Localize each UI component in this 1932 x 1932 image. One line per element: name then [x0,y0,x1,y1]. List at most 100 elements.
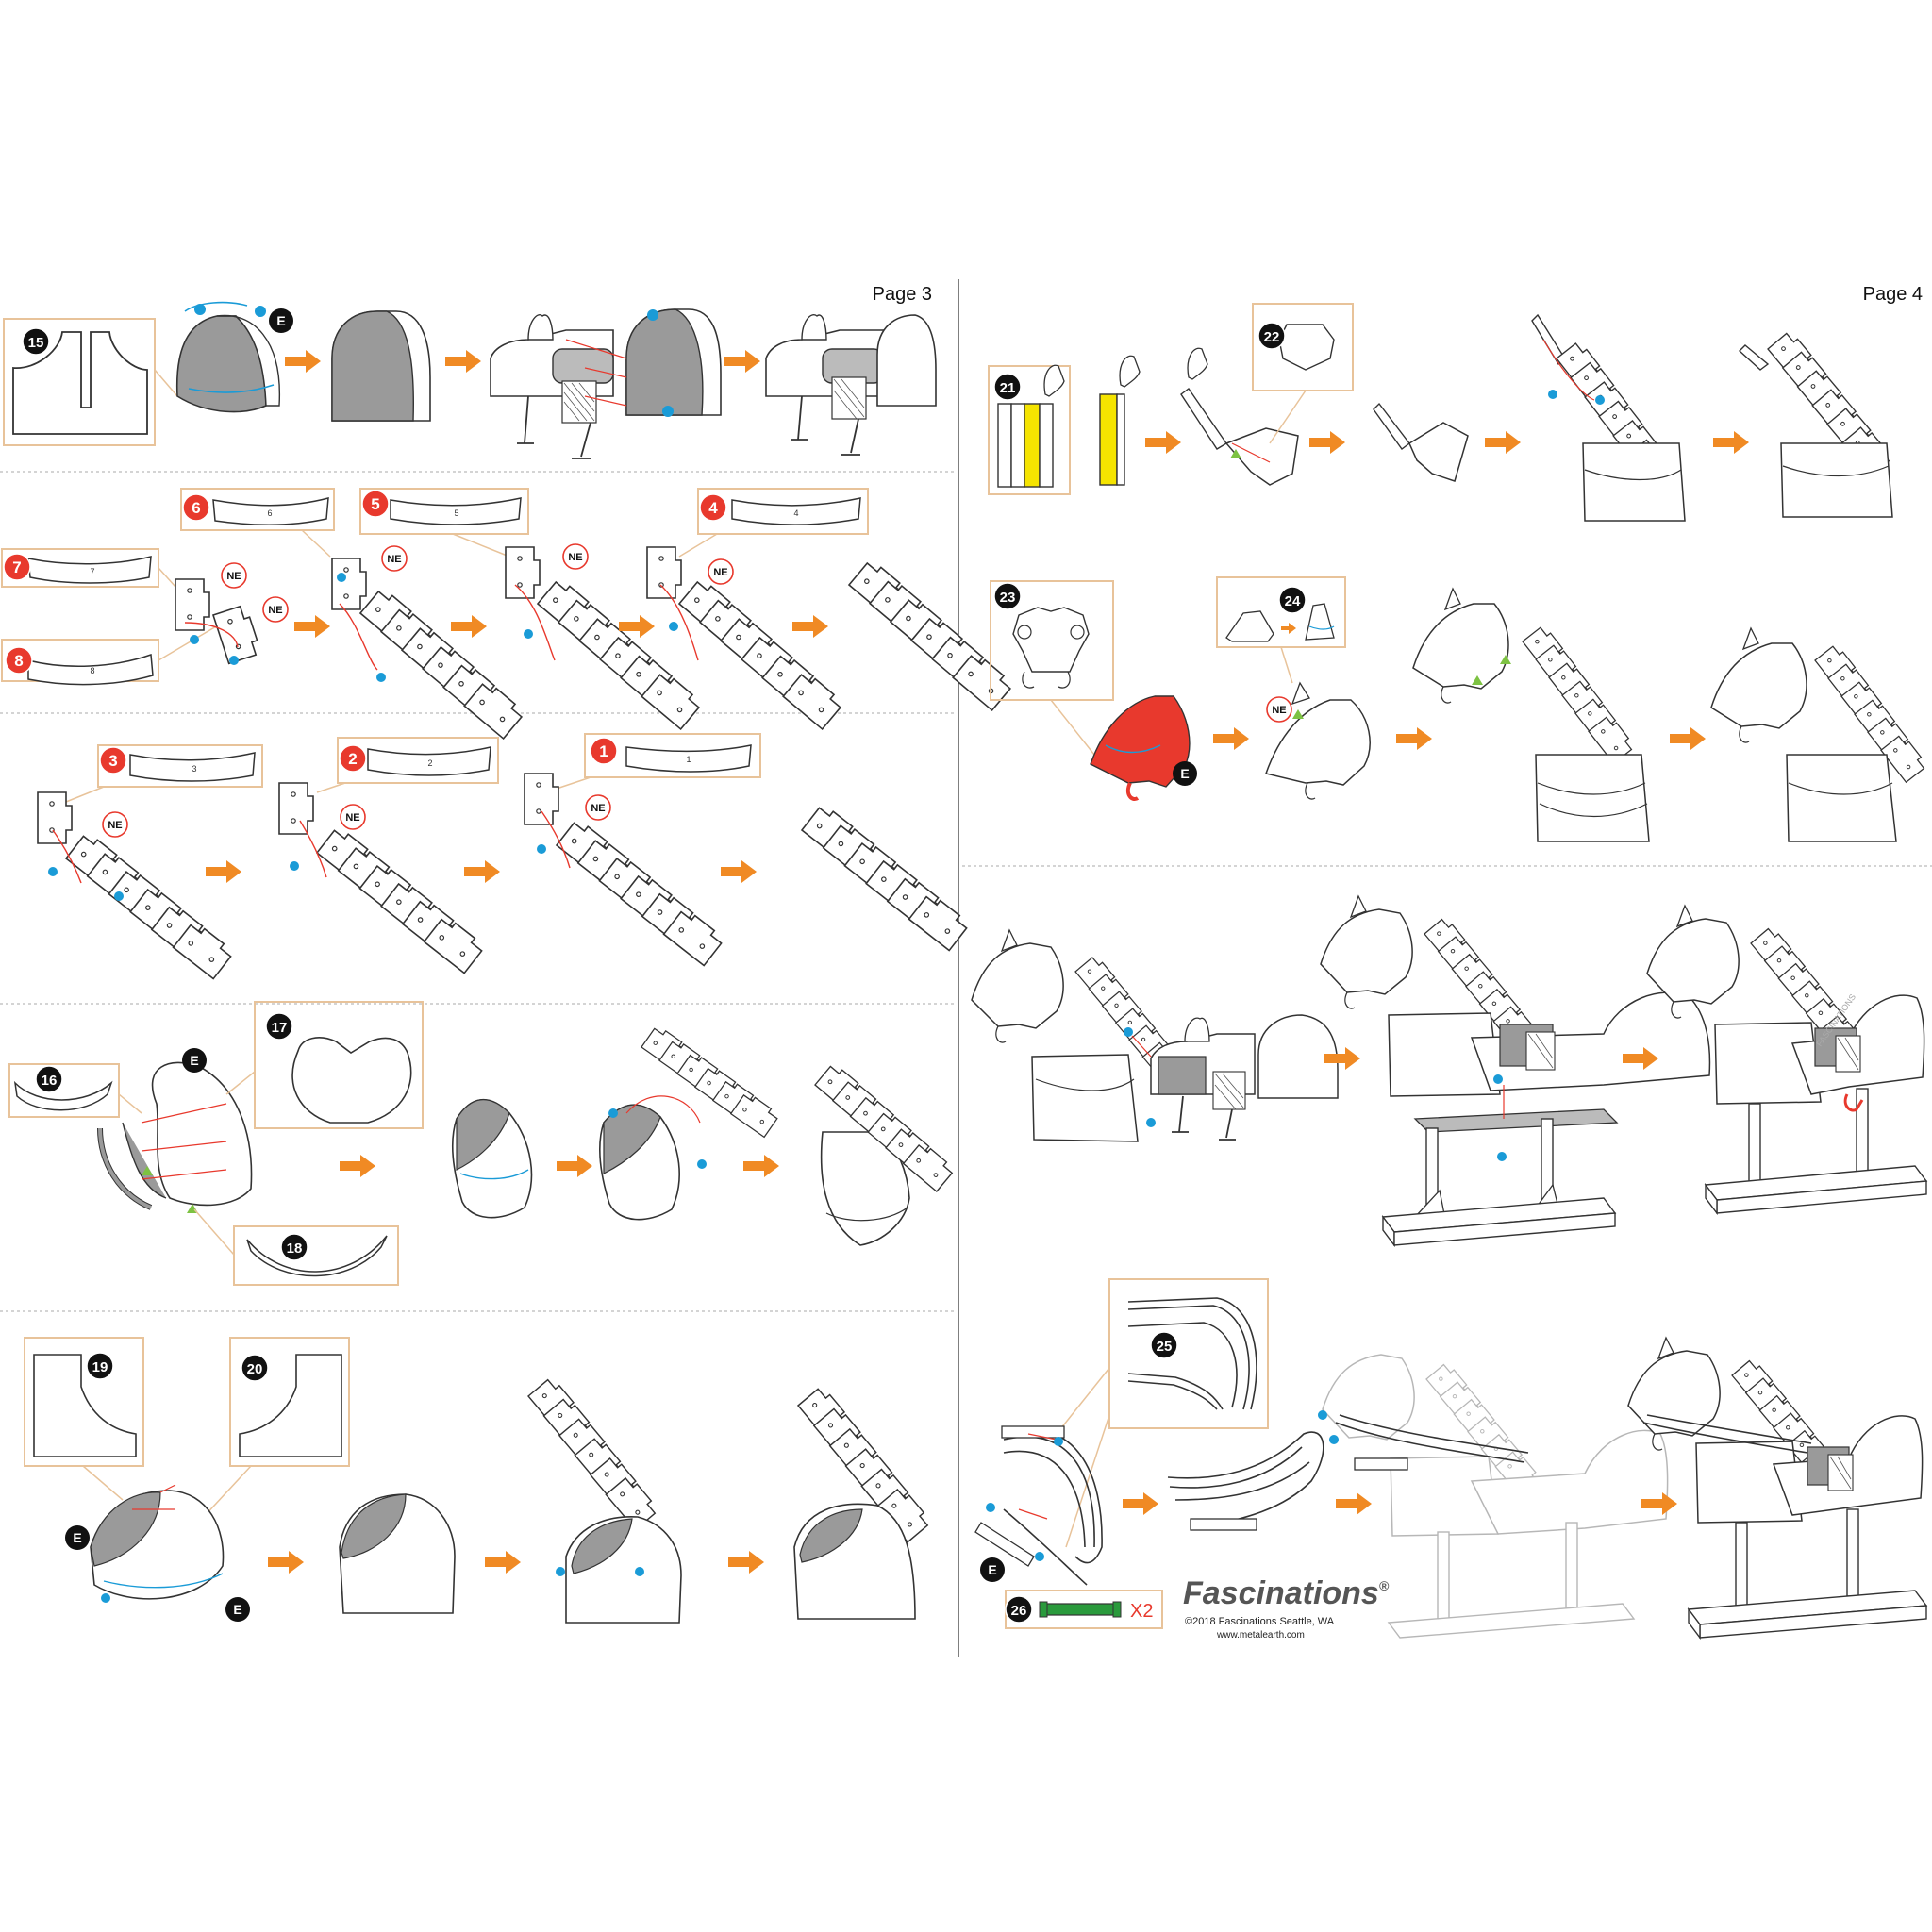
svg-text:E: E [190,1053,198,1068]
marker-e: E [1173,761,1197,786]
marker-ne: NE [262,596,289,623]
svg-text:E: E [233,1602,242,1617]
step-number: 3 [108,752,117,770]
part-25-strap [1127,1297,1257,1410]
step-number: 20 [247,1361,263,1377]
step-badge-circle [5,646,33,675]
part-label-1: 1 [686,755,691,764]
step-badge-16: 16 [35,1065,63,1093]
part-15-flat [12,331,148,435]
part-label-7: 7 [90,567,94,576]
arrow-23 [1670,727,1706,750]
step-badge-circle [241,1354,269,1382]
step-badge-circle [590,737,618,765]
part-frame-23 [990,580,1114,701]
step-badge-22: 22 [1257,322,1286,350]
arrow-15 [485,1551,521,1574]
step-number: 4 [708,499,718,517]
step-badge-24: 24 [1278,586,1307,614]
part-frame-1 [584,733,761,778]
arrow-5 [451,615,487,638]
row-p4-2-head: E NE [990,576,1929,842]
step-badge-circle [86,1352,114,1380]
marker-ne: NE [1266,696,1292,723]
svg-text:E: E [988,1562,996,1577]
marker-ne: NE [340,804,366,830]
part-2-flat [367,746,491,776]
page-3-label: Page 3 [873,284,932,305]
part-frame-16 [8,1063,120,1118]
part-23-flat [1012,607,1090,673]
head-attaching [1412,603,1509,690]
part-frame-2 [337,737,499,784]
step-badge-2: 2 [339,744,367,773]
neck-on-shoulder [525,1362,661,1544]
hand-icon [1119,355,1141,388]
part-frame-17 [254,1001,424,1129]
part-label-4: 4 [793,508,798,518]
part-label-8: 8 [90,666,94,675]
step-badge-circle [265,1012,293,1041]
part-3-flat [129,752,256,782]
step-number: 18 [287,1241,303,1257]
step-badge-circle [1278,586,1307,614]
marker-ne: NE [708,558,734,585]
arrow-1 [285,350,321,373]
part-frame-25 [1108,1278,1269,1429]
arrow-26 [1123,1492,1158,1515]
arrow-7 [792,615,828,638]
horse-on-stand-complete: FASCINATIONS [1646,904,1928,1216]
svg-text:NE: NE [591,803,605,814]
brand-logo: Fascinations® [1183,1575,1390,1611]
hand-icon [1187,347,1208,380]
part-frame-6 [180,488,335,531]
part-6-flat [212,497,329,526]
step-badge-3: 3 [99,746,127,774]
saddle-assembly-2 [765,314,937,456]
part-22-flat [1278,324,1335,371]
svg-text:NE: NE [226,571,241,582]
arrow-18 [1309,431,1345,454]
part-4-flat [731,497,861,525]
arrow-11 [340,1155,375,1177]
svg-text:E: E [276,313,285,328]
step-badge-25: 25 [1150,1331,1178,1359]
step-number: 23 [1000,590,1016,606]
part-17-flat [291,1037,412,1124]
step-badge-circle [1005,1595,1033,1624]
step-number: 5 [371,495,379,513]
step-badge-15: 15 [22,327,50,356]
chest-piece-unfolded [151,1061,253,1207]
arrow-3 [724,350,760,373]
part-label-2: 2 [427,758,432,768]
arrow-9 [464,860,500,883]
step-badge-19: 19 [86,1352,114,1380]
step-number: 17 [272,1020,288,1036]
step-badge-circle [35,1065,63,1093]
marker-ne: NE [585,794,611,821]
row-p4-1-head-neck [988,303,1895,522]
arrow-4 [294,615,330,638]
arrow-21 [1213,727,1249,750]
reins-formed [1167,1431,1324,1529]
part-frame-3 [97,744,263,788]
neck-stack-complete [795,769,976,985]
step-badge-6: 6 [182,493,210,522]
marker-e: E [269,308,293,333]
step-badge-circle [993,373,1022,401]
row-5-shoulder: E E [24,1337,934,1624]
arrow-17 [1145,431,1181,454]
svg-text:NE: NE [1272,705,1286,716]
step-badge-circle [339,744,367,773]
horse-ghost [1322,1349,1669,1639]
arrow-10 [721,860,757,883]
step-badge-circle [182,493,210,522]
step-badge-21: 21 [993,373,1022,401]
step-number: 7 [12,558,21,576]
saddle-assembly-1 [490,308,722,459]
part-label-3: 3 [192,764,196,774]
part-18-flat [246,1235,388,1277]
step-number: 26 [1011,1603,1027,1619]
svg-text:NE: NE [268,605,282,616]
